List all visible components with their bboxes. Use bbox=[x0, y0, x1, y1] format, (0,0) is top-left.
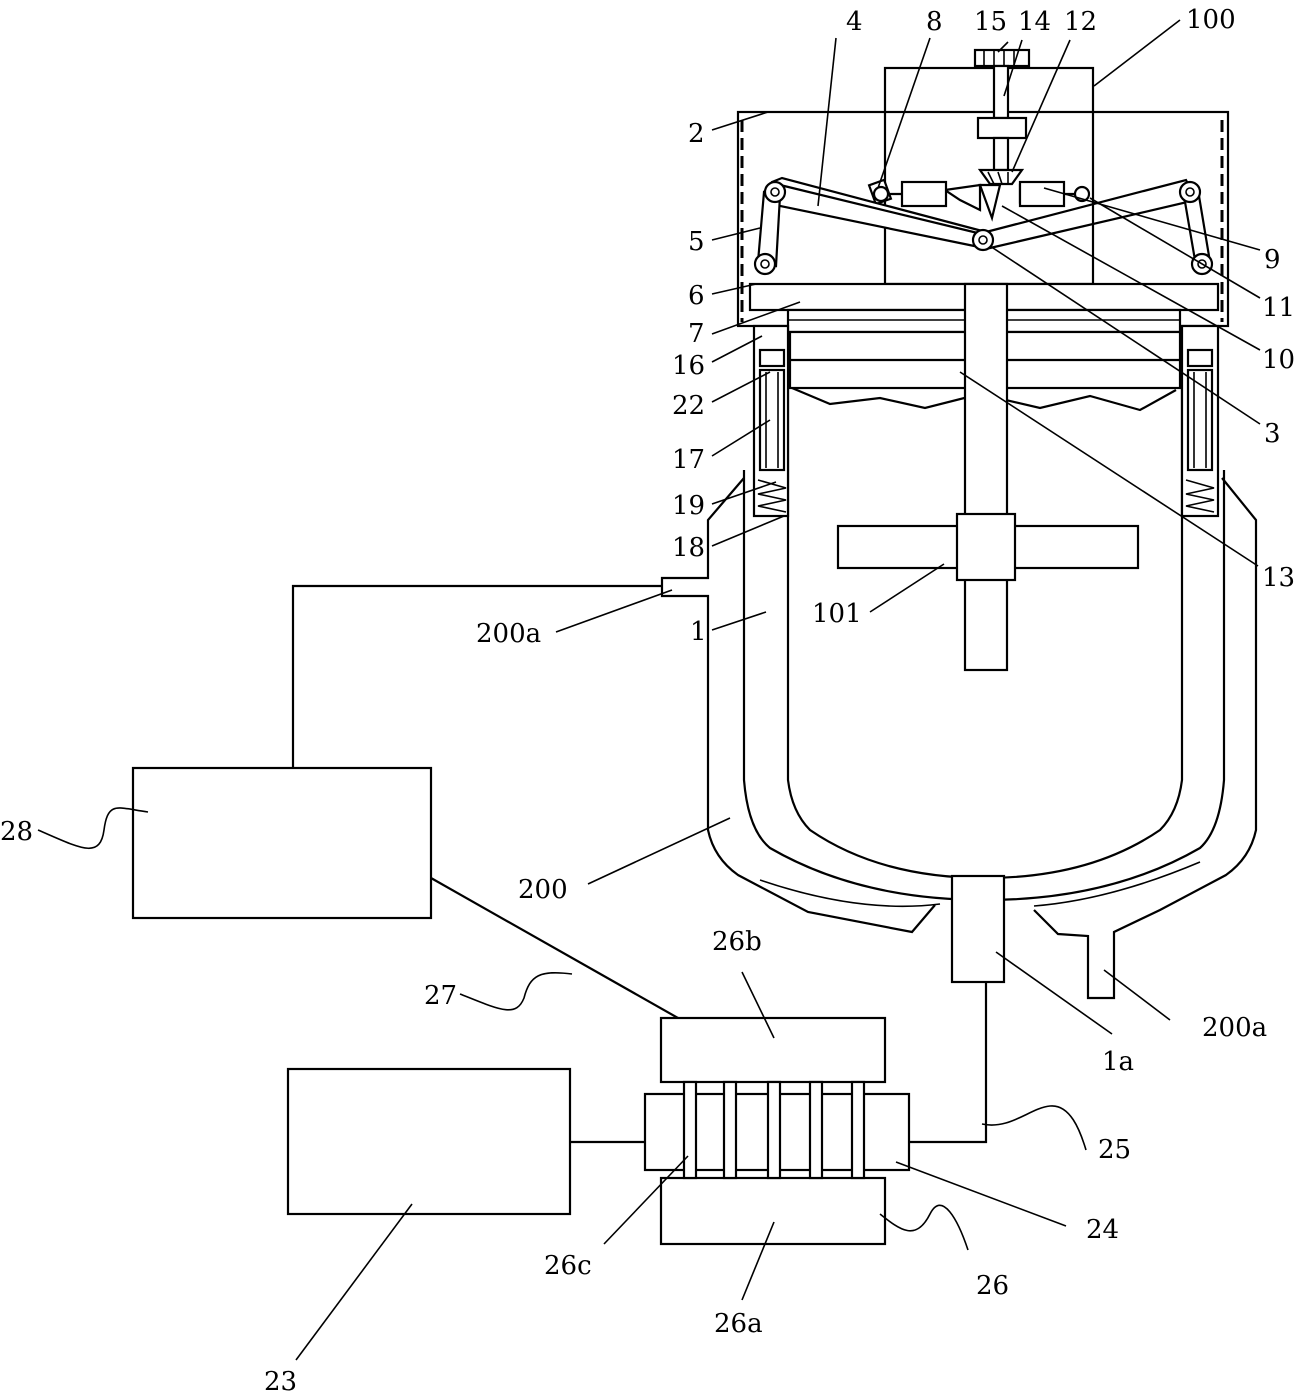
support-columns bbox=[752, 324, 1220, 518]
label-26b: 26b bbox=[712, 927, 762, 957]
label-25: 25 bbox=[1098, 1135, 1131, 1165]
pipe-28 bbox=[291, 584, 662, 768]
label-6: 6 bbox=[688, 281, 705, 311]
label-23: 23 bbox=[264, 1367, 297, 1396]
label-22: 22 bbox=[672, 391, 705, 421]
label-26: 26 bbox=[976, 1271, 1009, 1301]
label-18: 18 bbox=[672, 533, 705, 563]
box-23 bbox=[286, 1067, 572, 1216]
label-16: 16 bbox=[672, 351, 705, 381]
label-24: 24 bbox=[1086, 1215, 1119, 1245]
pipe-27 bbox=[430, 877, 679, 1019]
label-11: 11 bbox=[1262, 293, 1295, 323]
label-200: 200 bbox=[518, 875, 568, 905]
label-14: 14 bbox=[1018, 7, 1051, 37]
box-26b bbox=[659, 1016, 887, 1084]
cylinder-left bbox=[900, 180, 948, 208]
label-3: 3 bbox=[1264, 419, 1281, 449]
label-4: 4 bbox=[846, 7, 863, 37]
box-26a bbox=[659, 1176, 887, 1246]
label-13: 13 bbox=[1262, 563, 1295, 593]
label-1a: 1a bbox=[1102, 1047, 1134, 1077]
bevel-gear-12 bbox=[977, 168, 1025, 186]
box-28 bbox=[131, 766, 433, 920]
bevel-gear-11 bbox=[941, 183, 982, 212]
label-200a-left: 200a bbox=[476, 619, 541, 649]
leaders bbox=[37, 19, 1261, 1361]
outlet-1a bbox=[950, 874, 1006, 984]
label-26c: 26c bbox=[544, 1251, 592, 1281]
labels: 15 14 12 100 4 8 2 5 6 7 16 22 17 19 18 … bbox=[0, 5, 1295, 1396]
pipe-25 bbox=[909, 982, 988, 1144]
linkage bbox=[753, 176, 1214, 276]
jacket-200-right bbox=[1033, 477, 1258, 1000]
label-28: 28 bbox=[0, 817, 33, 847]
peripherals bbox=[131, 584, 988, 1246]
bearing bbox=[976, 116, 1028, 140]
label-2: 2 bbox=[688, 119, 705, 149]
label-27: 27 bbox=[424, 981, 457, 1011]
label-101: 101 bbox=[812, 599, 862, 629]
label-17: 17 bbox=[672, 445, 705, 475]
pivot-3 bbox=[971, 228, 995, 252]
stir-shaft bbox=[963, 282, 1009, 672]
label-5: 5 bbox=[688, 227, 705, 257]
label-15: 15 bbox=[974, 7, 1007, 37]
label-1: 1 bbox=[690, 617, 707, 647]
label-8: 8 bbox=[926, 7, 943, 37]
label-12: 12 bbox=[1064, 7, 1097, 37]
label-100: 100 bbox=[1186, 5, 1236, 35]
label-19: 19 bbox=[672, 491, 705, 521]
label-200a-right: 200a bbox=[1202, 1013, 1267, 1043]
cylinder-right bbox=[1018, 180, 1066, 208]
vessel bbox=[660, 282, 1258, 1000]
label-26a: 26a bbox=[714, 1309, 763, 1339]
jacket-200 bbox=[660, 477, 936, 934]
label-9: 9 bbox=[1264, 245, 1281, 275]
label-7: 7 bbox=[688, 319, 705, 349]
label-10: 10 bbox=[1262, 345, 1295, 375]
gear-15 bbox=[973, 48, 1031, 68]
